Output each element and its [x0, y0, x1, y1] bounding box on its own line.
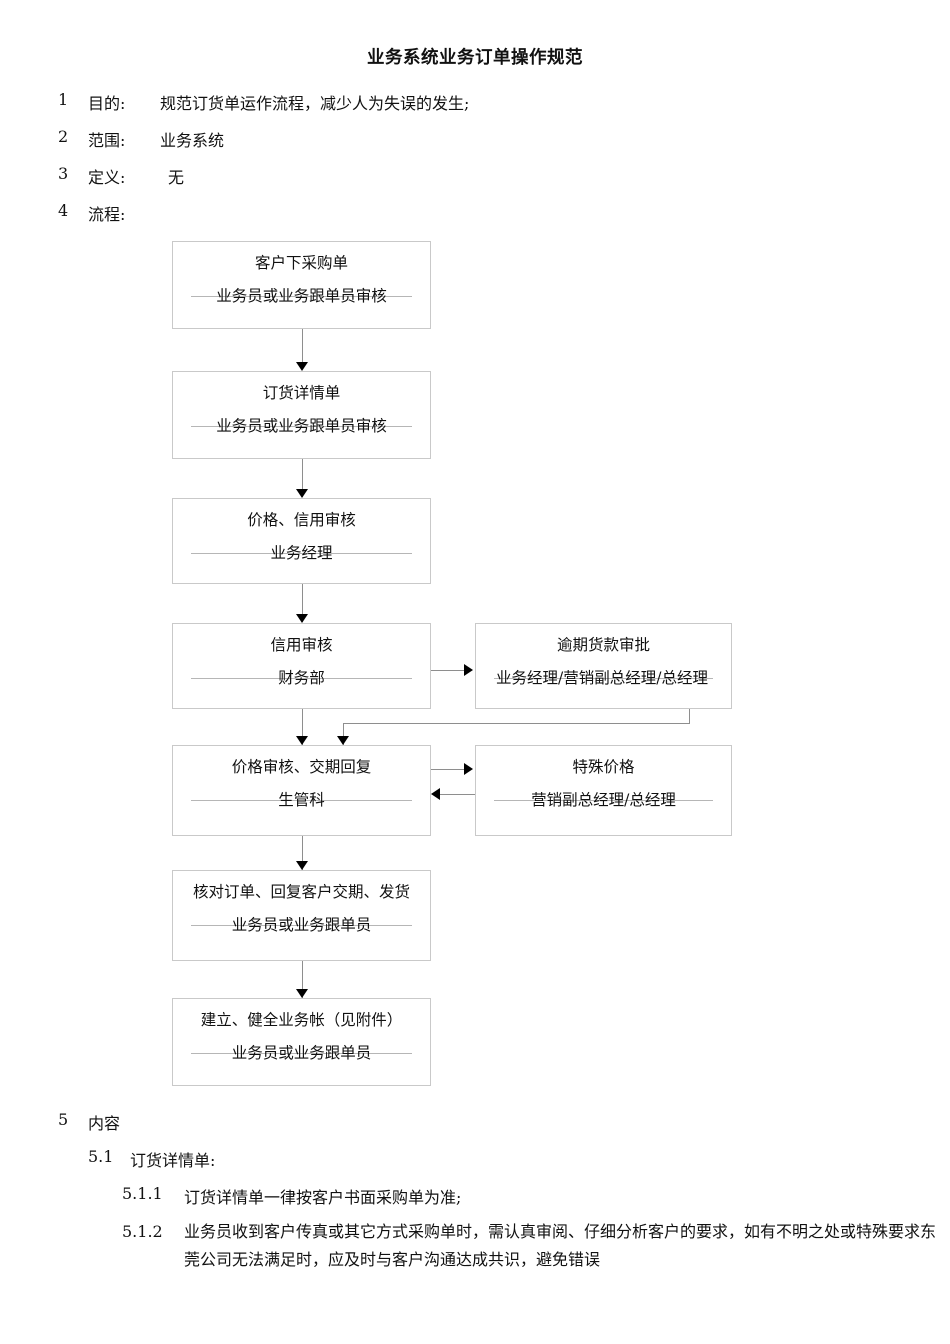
flow-box-order-detail[interactable]: 订货详情单 业务员或业务跟单员审核	[172, 371, 431, 459]
connector-arrow-down-icon	[296, 989, 308, 998]
connector-arrow-down-icon	[296, 489, 308, 498]
connector-line	[343, 723, 690, 724]
flow-box-subtitle: 生管科	[278, 791, 325, 809]
clause-number: 2	[58, 127, 69, 146]
flow-box-divider	[191, 296, 412, 297]
connector-line	[302, 584, 303, 622]
page-title: 业务系统业务订单操作规范	[367, 48, 583, 68]
item-number: 5.1.1	[122, 1184, 163, 1203]
flow-box-title: 建立、健全业务帐（见附件）	[200, 1011, 403, 1029]
flow-box-build-ledger[interactable]: 建立、健全业务帐（见附件） 业务员或业务跟单员	[172, 998, 431, 1086]
connector-line	[302, 709, 303, 745]
flow-box-title: 特殊价格	[572, 758, 635, 776]
flow-box-divider	[191, 426, 412, 427]
flow-box-price-credit-check[interactable]: 价格、信用审核 业务经理	[172, 498, 431, 584]
flow-box-subtitle: 业务员或业务跟单员	[231, 1044, 372, 1062]
connector-arrow-down-icon	[296, 362, 308, 371]
flow-box-divider	[191, 553, 412, 554]
connector-arrow-left-icon	[431, 788, 440, 800]
connector-line	[343, 723, 344, 745]
flow-box-title: 信用审核	[270, 636, 333, 654]
connector-arrow-right-icon	[464, 763, 473, 775]
connector-line	[431, 670, 466, 671]
flow-box-title: 客户下采购单	[254, 254, 348, 272]
flow-box-title: 订货详情单	[262, 384, 341, 402]
flow-box-divider	[494, 678, 713, 679]
flow-box-credit-check[interactable]: 信用审核 财务部	[172, 623, 431, 709]
flow-box-title: 价格审核、交期回复	[231, 758, 372, 776]
flow-box-customer-po[interactable]: 客户下采购单 业务员或业务跟单员审核	[172, 241, 431, 329]
connector-line	[302, 961, 303, 999]
flow-box-title: 价格、信用审核	[247, 511, 356, 529]
flow-box-verify-ship[interactable]: 核对订单、回复客户交期、发货 业务员或业务跟单员	[172, 870, 431, 961]
flow-box-title: 核对订单、回复客户交期、发货	[192, 883, 410, 901]
flow-box-divider	[191, 678, 412, 679]
clause-label: 流程:	[88, 205, 126, 224]
flow-box-divider	[494, 800, 713, 801]
flow-box-subtitle: 财务部	[278, 669, 325, 687]
clause-value: 无	[168, 168, 185, 187]
flow-box-subtitle: 业务经理	[270, 544, 333, 562]
flow-box-divider	[191, 1053, 412, 1054]
clause-label: 范围:	[88, 131, 126, 150]
subsection-title: 订货详情单:	[130, 1151, 216, 1170]
connector-arrow-down-icon	[337, 736, 349, 745]
connector-line	[302, 329, 303, 367]
connector-arrow-down-icon	[296, 736, 308, 745]
section-number: 5	[58, 1110, 69, 1129]
connector-arrow-right-icon	[464, 664, 473, 676]
item-text: 订货详情单一律按客户书面采购单为准;	[184, 1188, 462, 1207]
flow-box-price-delivery[interactable]: 价格审核、交期回复 生管科	[172, 745, 431, 836]
section-title: 内容	[88, 1114, 121, 1133]
clause-number: 4	[58, 201, 69, 220]
item-number: 5.1.2	[122, 1222, 163, 1241]
clause-number: 1	[58, 90, 69, 109]
flow-box-subtitle: 业务员或业务跟单员审核	[216, 287, 387, 305]
flow-box-overdue-approval[interactable]: 逾期货款审批 业务经理/营销副总经理/总经理	[475, 623, 732, 709]
connector-arrow-down-icon	[296, 861, 308, 870]
clause-label: 定义:	[88, 168, 126, 187]
connector-line	[302, 459, 303, 497]
connector-arrow-down-icon	[296, 614, 308, 623]
connector-line	[431, 769, 466, 770]
connector-line	[302, 836, 303, 870]
clause-number: 3	[58, 164, 69, 183]
flow-box-subtitle: 业务员或业务跟单员	[231, 916, 372, 934]
subsection-number: 5.1	[88, 1147, 114, 1166]
clause-value: 规范订货单运作流程，减少人为失误的发生;	[160, 94, 470, 113]
connector-line	[440, 794, 475, 795]
flow-box-subtitle: 业务员或业务跟单员审核	[216, 417, 387, 435]
connector-line	[689, 709, 690, 724]
flow-box-subtitle: 营销副总经理/总经理	[531, 791, 676, 809]
flow-box-subtitle: 业务经理/营销副总经理/总经理	[496, 669, 708, 687]
clause-value: 业务系统	[160, 131, 225, 150]
flow-box-divider	[191, 925, 412, 926]
flow-box-title: 逾期货款审批	[556, 636, 650, 654]
flow-box-divider	[191, 800, 412, 801]
flow-box-special-price[interactable]: 特殊价格 营销副总经理/总经理	[475, 745, 732, 836]
clause-label: 目的:	[88, 94, 126, 113]
item-text: 业务员收到客户传真或其它方式采购单时，需认真审阅、仔细分析客户的要求，如有不明之…	[184, 1222, 937, 1269]
